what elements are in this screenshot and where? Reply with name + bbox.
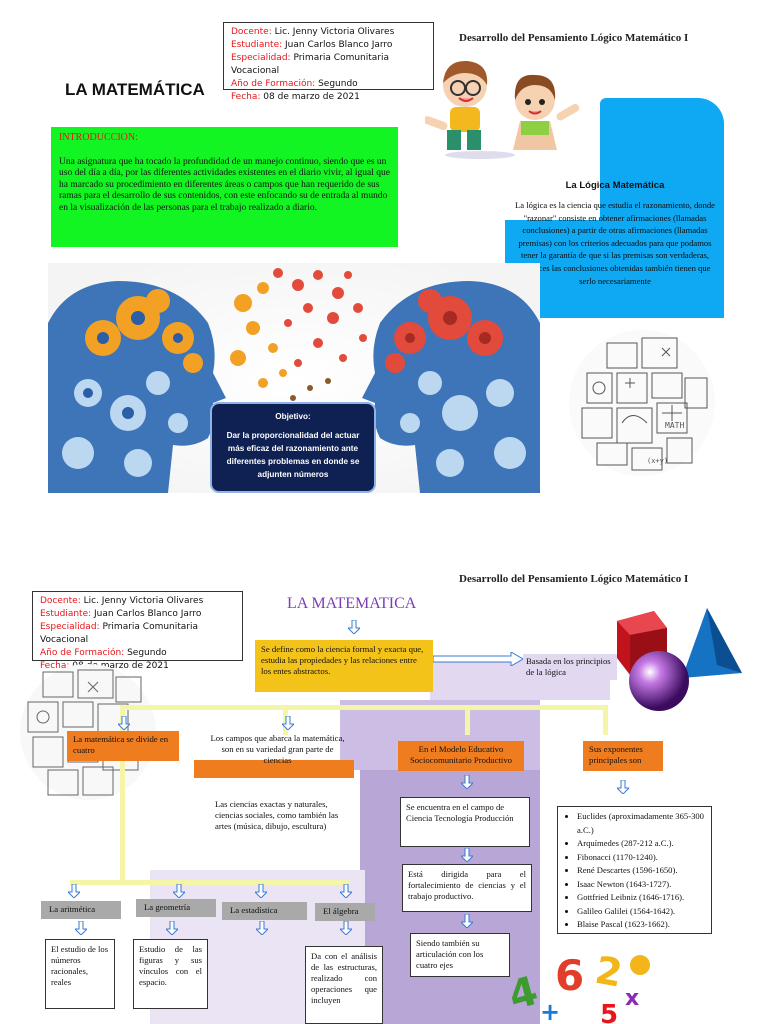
connector-line-branches: [70, 880, 350, 885]
arrow-down-icon: [461, 914, 473, 928]
arrow-down-icon: [173, 884, 185, 898]
arrow-down-icon: [75, 921, 87, 935]
algebra-text: Da con el análisis de las estructuras, r…: [305, 946, 383, 1024]
arrow-down-icon: [340, 921, 352, 935]
arrow-down-icon: [68, 884, 80, 898]
introduction-box: INTRODUCCION: Una asignatura que ha toca…: [51, 127, 398, 247]
logic-text: La lógica es la ciencia que estudia el r…: [515, 200, 715, 286]
axes-box: Siendo también su articulación con los c…: [410, 933, 510, 977]
model-box: En el Modelo Educativo Sociocomunitario …: [398, 741, 524, 771]
exponent-item: Blaise Pascal (1623-1662).: [577, 918, 707, 932]
objective-title: Objetivo:: [275, 412, 311, 421]
svg-text:5: 5: [600, 1000, 618, 1024]
svg-text:MATH: MATH: [665, 421, 684, 430]
introduction-text: Una asignatura que ha tocado la profundi…: [59, 156, 390, 213]
arrow-down-icon: [348, 620, 360, 634]
branch-arithmetic: La aritmética: [41, 901, 121, 919]
exponent-item: René Descartes (1596-1650).: [577, 864, 707, 878]
introduction-heading: INTRODUCCION:: [59, 132, 138, 143]
page1-title: LA MATEMÁTICA: [65, 80, 205, 99]
based-logic-box: Basada en los principios de la lógica: [523, 654, 617, 680]
svg-text:2: 2: [592, 948, 626, 996]
branch-geometry: La geometría: [136, 899, 216, 917]
page1-header: Desarrollo del Pensamiento Lógico Matemá…: [459, 32, 689, 44]
geometry-text: Estudio de las figuras y sus vínculos co…: [133, 939, 208, 1009]
arithmetic-text: El estudio de los números racionales, re…: [45, 939, 115, 1009]
divide-box: La matemática se divide en cuatro: [67, 731, 179, 761]
arrow-down-icon: [166, 921, 178, 935]
connector-line-left-long: [120, 760, 125, 880]
math-sketch-circle: MATH (x+y): [569, 330, 715, 476]
exponent-item: Isaac Newton (1643-1727).: [577, 878, 707, 892]
info-box-page2: Docente: Lic. Jenny Victoria Olivares Es…: [32, 591, 243, 671]
exponents-box: Sus exponentes principales son: [583, 741, 663, 771]
connector-line-v3: [465, 705, 470, 735]
exponent-item: Gottfried Leibniz (1646-1716).: [577, 891, 707, 905]
branch-statistics: La estadística: [222, 902, 307, 920]
logic-panel-bg-lower: [505, 220, 724, 318]
arrow-down-icon: [255, 884, 267, 898]
sciences-text: Las ciencias exactas y naturales, cienci…: [215, 799, 339, 831]
fields-box: Los campos que abarca la matemática, son…: [210, 733, 345, 765]
objective-text: Dar la proporcionalidad del actuar más e…: [226, 431, 360, 479]
kids-illustration: [425, 60, 580, 159]
exponent-item: Galileo Galilei (1564-1642).: [577, 905, 707, 919]
svg-text:4: 4: [504, 968, 543, 1020]
svg-text:x: x: [625, 986, 639, 1011]
exponent-item: Arquímedes (287-212 a.C.).: [577, 837, 707, 851]
arrow-down-icon: [461, 775, 473, 789]
page2-title: LA MATEMATICA: [287, 595, 417, 612]
connector-line-top: [120, 705, 608, 710]
connector-line-v4: [603, 705, 608, 735]
svg-text:(x+y): (x+y): [647, 457, 668, 465]
exponent-item: Euclides (aproximadamente 365-300 a.C.): [577, 810, 707, 837]
arrow-down-icon: [118, 716, 130, 730]
exponents-list: Euclides (aproximadamente 365-300 a.C.)A…: [557, 806, 712, 934]
info-box-page1: Docente: Lic. Jenny Victoria Olivares Es…: [223, 22, 434, 102]
field-ctp-box: Se encuentra en el campo de Ciencia Tecn…: [400, 797, 530, 847]
logic-title: La Lógica Matemática: [565, 180, 665, 191]
svg-text:6: 6: [555, 951, 584, 1000]
arrow-down-icon: [617, 780, 629, 794]
branch-algebra: El álgebra: [315, 903, 375, 921]
directed-box: Está dirigida para el fortalecimiento de…: [402, 864, 532, 912]
exponent-item: Fibonacci (1170-1240).: [577, 851, 707, 865]
arrow-down-icon: [461, 848, 473, 862]
fields-box-bg: [194, 760, 354, 778]
colorful-numbers: 4 6 2 x + 5: [504, 948, 650, 1024]
arrow-down-icon: [340, 884, 352, 898]
arrow-down-icon: [282, 716, 294, 730]
logic-panel: La Lógica Matemática La lógica es la cie…: [506, 180, 724, 287]
page2-header: Desarrollo del Pensamiento Lógico Matemá…: [459, 573, 689, 585]
arrow-down-icon: [256, 921, 268, 935]
definition-bubble: Se define como la ciencia formal y exact…: [255, 640, 433, 692]
objective-box: Objetivo: Dar la proporcionalidad del ac…: [210, 402, 376, 493]
svg-text:+: +: [540, 998, 560, 1024]
geometric-shapes: [617, 608, 742, 711]
arrow-right-icon: [433, 652, 523, 666]
